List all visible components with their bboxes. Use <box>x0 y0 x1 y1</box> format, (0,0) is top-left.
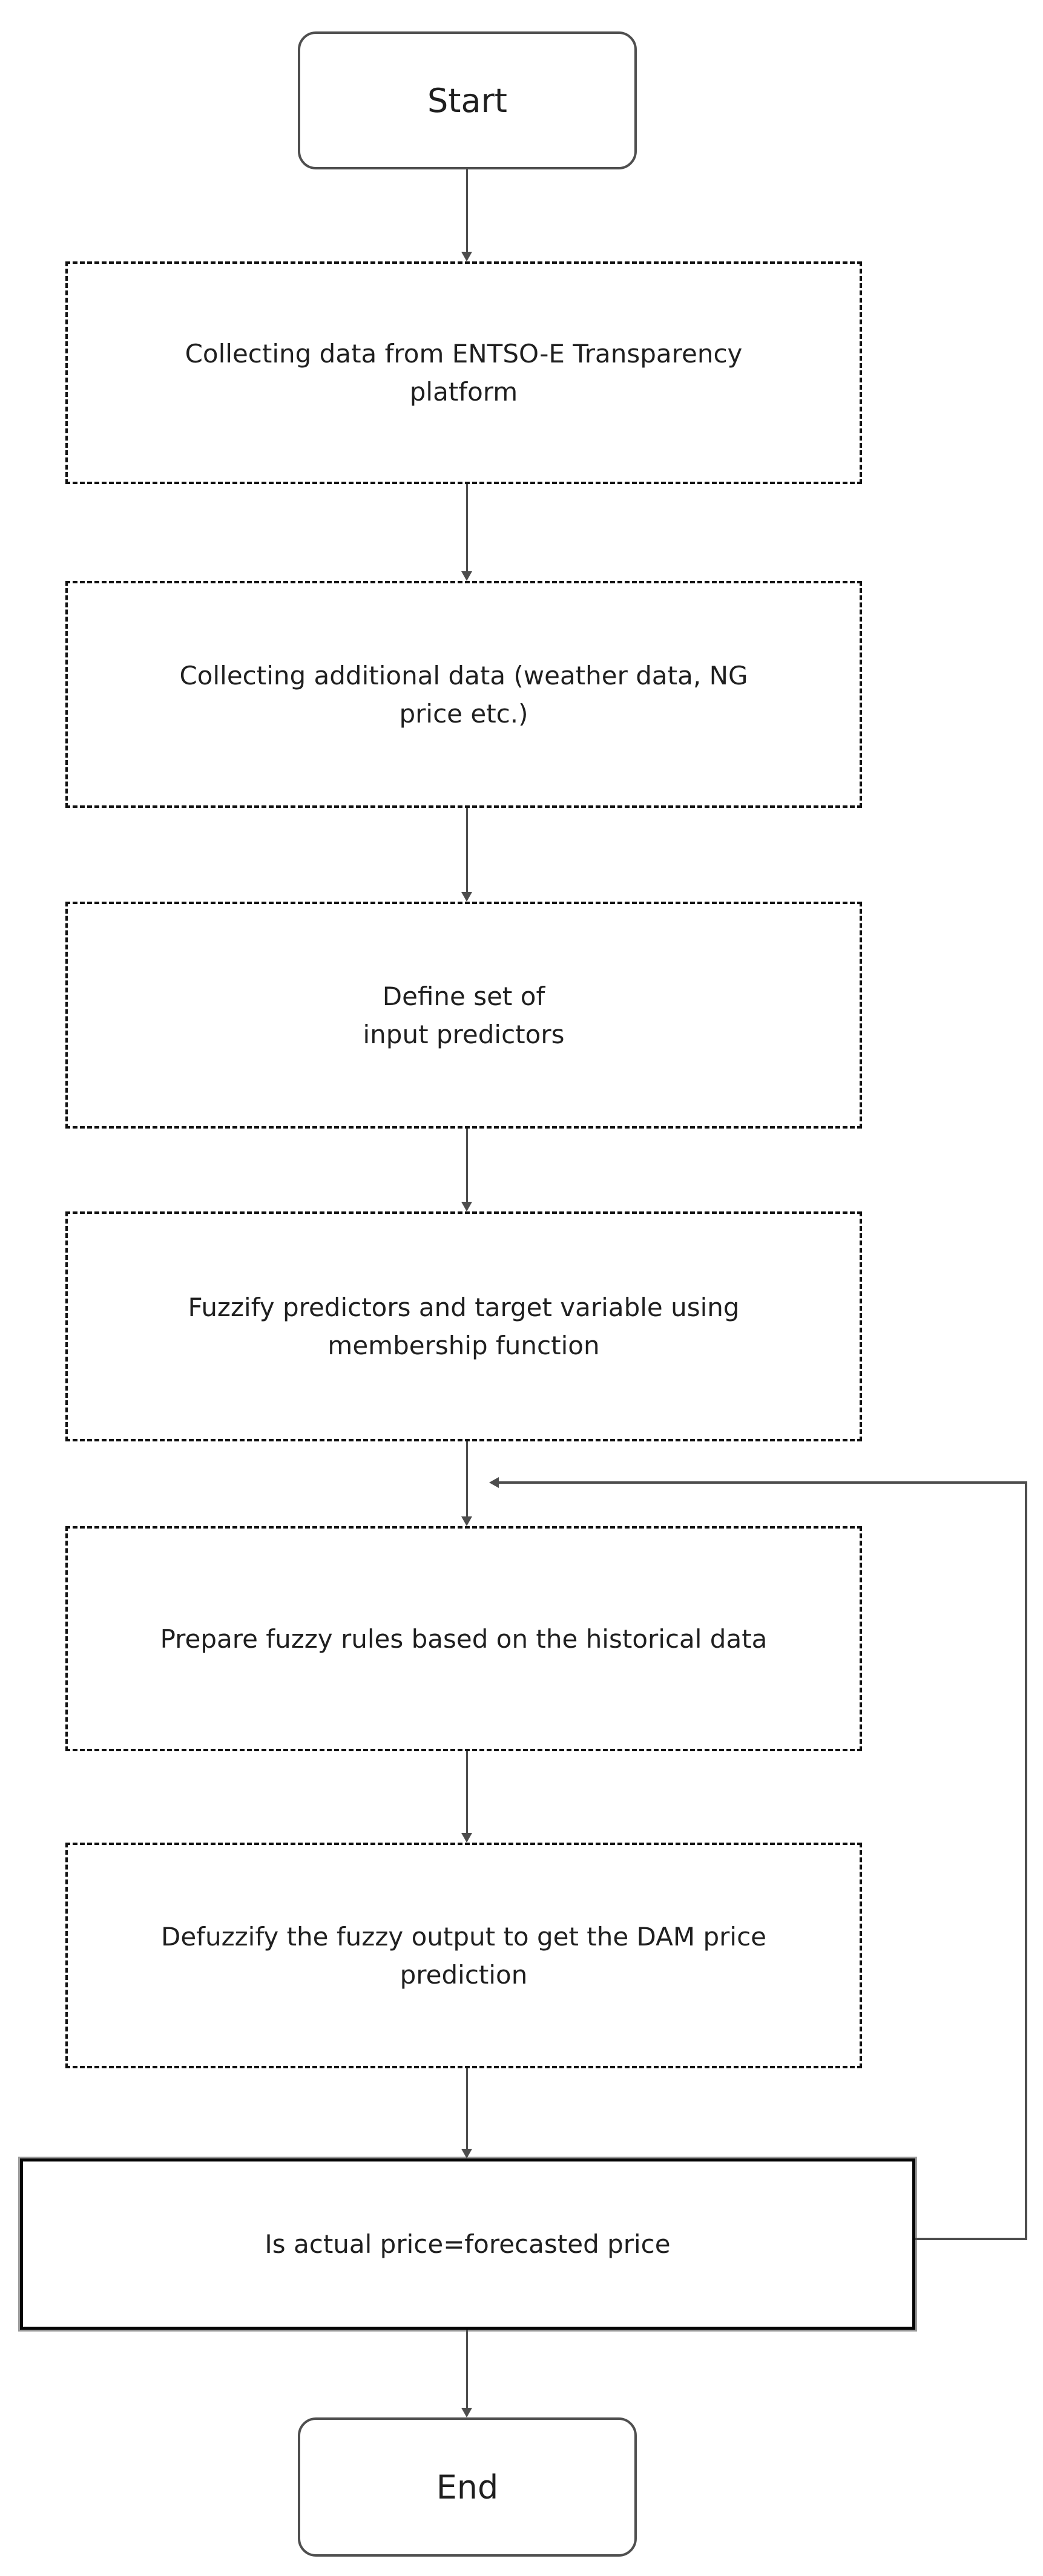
feedback-loop-top-segment <box>499 1481 1027 1484</box>
arrowhead-down-icon <box>461 252 472 261</box>
connector-defuzzify-to-decision <box>466 2068 468 2151</box>
arrowhead-down-icon <box>461 571 472 581</box>
decision-box: Is actual price=forecasted price <box>18 2157 917 2332</box>
collect-entsoe-label: Collecting data from ENTSO-E Transparenc… <box>185 339 743 407</box>
defuzzify-box: Defuzzify the fuzzy output to get the DA… <box>65 1843 862 2068</box>
connector-collect-additional-to-define-predictors <box>466 808 468 894</box>
arrowhead-down-icon <box>461 1833 472 1843</box>
connector-fuzzify-to-prepare-rules <box>466 1441 468 1518</box>
collect-entsoe-box: Collecting data from ENTSO-E Transparenc… <box>65 261 862 484</box>
connector-prepare-rules-to-defuzzify <box>466 1751 468 1835</box>
arrowhead-down-icon <box>461 2408 472 2417</box>
define-predictors-box: Define set of input predictors <box>65 902 862 1129</box>
end-node: End <box>298 2417 637 2557</box>
fuzzify-box: Fuzzify predictors and target variable u… <box>65 1211 862 1441</box>
arrowhead-down-icon <box>461 1202 472 1211</box>
feedback-loop-right-segment <box>1025 1481 1027 2240</box>
arrowhead-down-icon <box>461 2149 472 2158</box>
define-predictors-label: Define set of input predictors <box>363 981 565 1049</box>
end-label: End <box>436 2468 499 2506</box>
arrowhead-down-icon <box>461 1516 472 1526</box>
prepare-rules-box: Prepare fuzzy rules based on the histori… <box>65 1526 862 1751</box>
connector-decision-to-end <box>466 2330 468 2410</box>
connector-define-predictors-to-fuzzify <box>466 1129 468 1204</box>
collect-additional-label: Collecting additional data (weather data… <box>179 660 748 729</box>
arrowhead-left-icon <box>489 1477 499 1488</box>
collect-additional-box: Collecting additional data (weather data… <box>65 581 862 808</box>
connector-collect-entsoe-to-collect-additional <box>466 484 468 574</box>
start-label: Start <box>427 81 507 120</box>
arrowhead-down-icon <box>461 892 472 902</box>
fuzzify-label: Fuzzify predictors and target variable u… <box>188 1293 740 1360</box>
decision-label: Is actual price=forecasted price <box>265 2229 671 2259</box>
prepare-rules-label: Prepare fuzzy rules based on the histori… <box>160 1624 768 1654</box>
feedback-loop-bottom-segment <box>915 2238 1027 2240</box>
start-node: Start <box>298 31 637 169</box>
defuzzify-label: Defuzzify the fuzzy output to get the DA… <box>160 1921 767 1990</box>
connector-start-to-collect-entsoe <box>466 169 468 254</box>
